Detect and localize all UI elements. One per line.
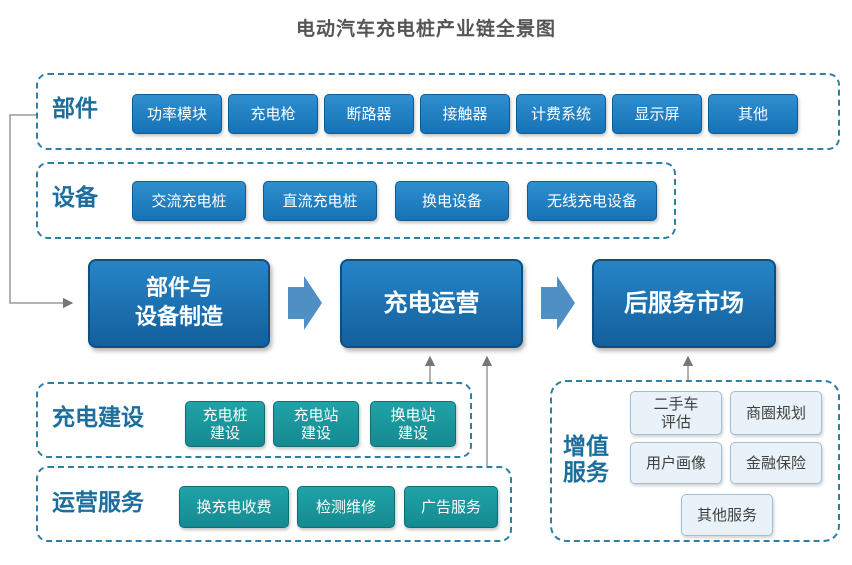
part-chip-other: 其他 (708, 94, 798, 134)
service-chip-inspection-repair: 检测维修 (297, 486, 395, 528)
service-chip-advertising: 广告服务 (404, 486, 498, 528)
manufacturing-box: 部件与 设备制造 (88, 259, 270, 348)
parts-connector-line (9, 114, 74, 309)
part-chip-charging-gun: 充电枪 (228, 94, 318, 134)
value-chip-user-profile: 用户画像 (630, 442, 722, 484)
charging-operation-box: 充电运营 (340, 259, 523, 348)
equipment-chip-battery-swap: 换电设备 (395, 181, 509, 221)
value-added-group (550, 380, 840, 542)
part-chip-contactor: 接触器 (420, 94, 510, 134)
operation-services-group-label: 运营服务 (52, 490, 144, 516)
value-chip-finance-insurance: 金融保险 (730, 442, 822, 484)
part-chip-power-module: 功率模块 (132, 94, 222, 134)
construction-group-label: 充电建设 (52, 405, 144, 431)
value-chip-used-car: 二手车 评估 (630, 391, 722, 435)
equipment-chip-ac-pile: 交流充电桩 (132, 181, 246, 221)
value-chip-business-planning: 商圈规划 (730, 391, 822, 435)
value-chip-other-services: 其他服务 (681, 494, 773, 536)
equipment-group (36, 162, 676, 239)
diagram-title: 电动汽车充电桩产业链全景图 (295, 18, 556, 40)
equipment-chip-wireless: 无线充电设备 (527, 181, 657, 221)
construction-chip-station: 充电站 建设 (273, 401, 359, 447)
part-chip-billing-system: 计费系统 (516, 94, 606, 134)
parts-group (36, 73, 840, 150)
operation-services-group (36, 466, 512, 542)
flow-arrow-2 (541, 276, 575, 330)
part-chip-display: 显示屏 (612, 94, 702, 134)
equipment-chip-dc-pile: 直流充电桩 (263, 181, 377, 221)
equipment-group-label: 设备 (52, 185, 98, 211)
part-chip-circuit-breaker: 断路器 (324, 94, 414, 134)
value-added-group-label: 增值 服务 (563, 434, 609, 487)
flow-arrow-1 (288, 276, 322, 330)
aftermarket-box: 后服务市场 (592, 259, 776, 348)
construction-group (36, 382, 472, 458)
construction-chip-pile: 充电桩 建设 (185, 401, 265, 447)
construction-chip-swap-station: 换电站 建设 (370, 401, 456, 447)
service-chip-charging-fee: 换充电收费 (179, 486, 289, 528)
parts-group-label: 部件 (52, 96, 98, 122)
